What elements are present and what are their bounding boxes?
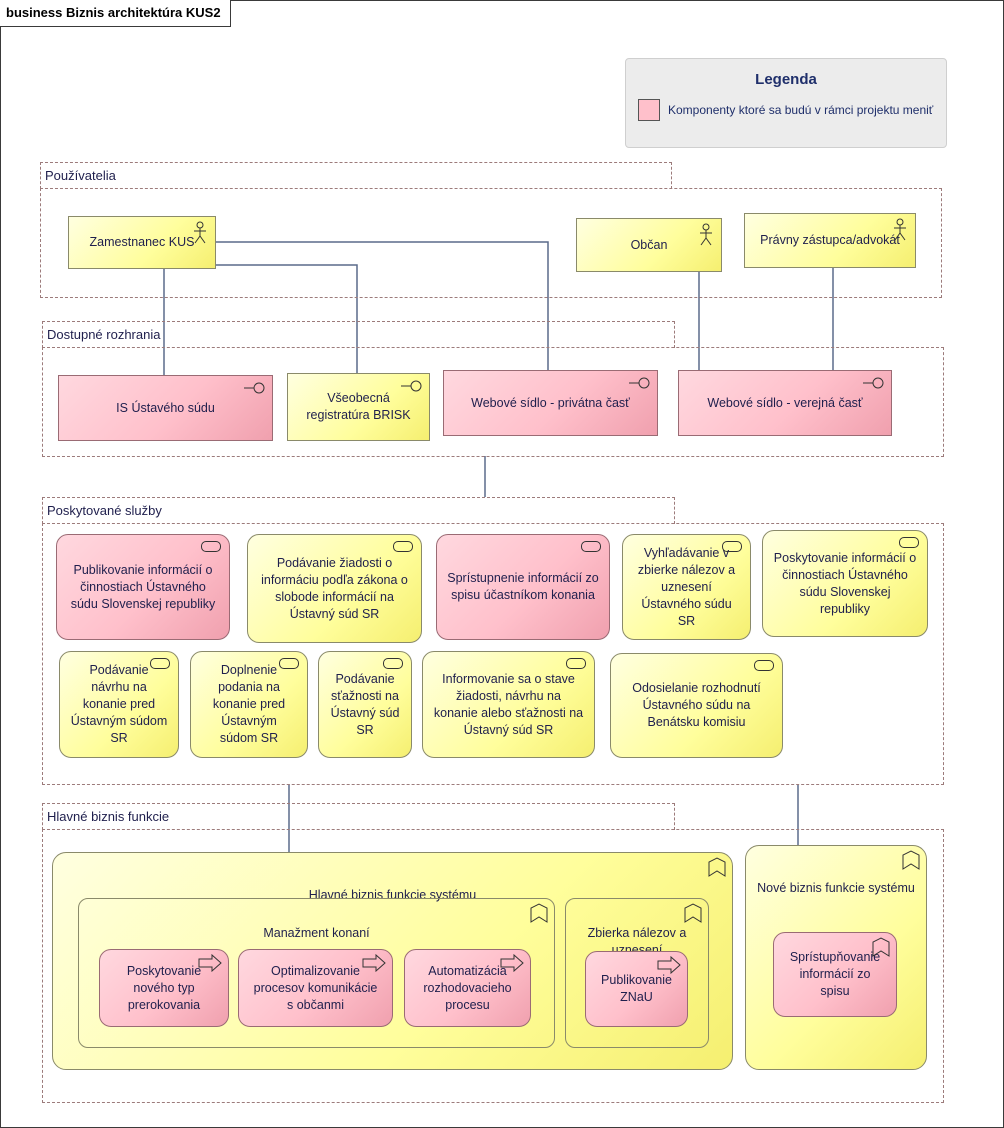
actor-icon: [194, 221, 206, 244]
actor-lawyer-label: Právny zástupca/advokát: [760, 233, 900, 247]
group-services-label: Poskytované služby: [42, 497, 675, 524]
service-search-collection[interactable]: Vyhľadávanie v zbierke nálezov a uznesen…: [622, 534, 751, 640]
process-label: Poskytovanie nového typ prerokovania: [126, 963, 202, 1012]
interface-web-public[interactable]: Webové sídlo - verejná časť: [678, 370, 892, 436]
service-label: Podávanie návrhu na konanie pred Ústavný…: [70, 663, 168, 745]
legend-title: Legenda: [755, 71, 817, 88]
group-functions: [42, 829, 944, 1103]
group-users-title: Používatelia: [45, 168, 116, 183]
interface-is[interactable]: IS Ústavého súdu: [58, 375, 273, 441]
service-label: Podávanie sťažnosti na Ústavný súd SR: [330, 671, 400, 737]
interface-icon: [244, 382, 265, 394]
function-icon: [708, 857, 726, 877]
interface-is-label: IS Ústavého súdu: [116, 400, 215, 415]
legend-item-label: Komponenty ktoré sa budú v rámci projekt…: [668, 103, 934, 117]
service-label: Odosielanie rozhodnutí Ústavného súdu na…: [632, 681, 761, 729]
group-interfaces: [42, 347, 944, 457]
process-new-hearing-type[interactable]: Poskytovanie nového typ prerokovania: [99, 949, 229, 1027]
process-automate-decisions[interactable]: Automatizácia rozhodovacieho procesu: [404, 949, 531, 1027]
service-submit-complaint[interactable]: Podávanie sťažnosti na Ústavný súd SR: [318, 651, 412, 758]
process-publish-znau[interactable]: Publikovanie ZNaU: [585, 951, 688, 1027]
service-label: Informovanie sa o stave žiadosti, návrhu…: [433, 671, 584, 737]
diagram-title-tab: business Biznis architektúra KUS2: [0, 0, 231, 27]
service-publish-info[interactable]: Publikovanie informácií o činnostiach Ús…: [56, 534, 230, 640]
process-arrow-icon: [362, 954, 386, 972]
function-icon: [530, 903, 548, 923]
actor-citizen-label: Občan: [630, 237, 668, 252]
connector-employee-brisk: [216, 264, 358, 373]
service-icon: [393, 541, 413, 552]
service-icon: [150, 658, 170, 669]
service-icon: [201, 541, 221, 552]
service-icon: [754, 660, 774, 671]
process-label: Optimalizovanie procesov komunikácie s o…: [253, 963, 378, 1012]
interface-brisk[interactable]: Všeobecná registratúra BRISK: [287, 373, 430, 441]
function-file-info-access[interactable]: Sprístupňovanie informácií zo spisu: [773, 932, 897, 1017]
group-functions-label: Hlavné biznis funkcie: [42, 803, 675, 830]
actor-employee-label: Zamestnanec KUS: [89, 235, 195, 249]
service-venice-commission[interactable]: Odosielanie rozhodnutí Ústavného súdu na…: [610, 653, 783, 758]
interface-brisk-label: Všeobecná registratúra BRISK: [306, 391, 411, 422]
actor-icon: [700, 223, 712, 246]
service-icon: [899, 537, 919, 548]
group-users-label: Používatelia: [40, 162, 672, 189]
service-icon: [722, 541, 742, 552]
interface-web-private[interactable]: Webové sídlo - privátna časť: [443, 370, 658, 436]
actor-citizen[interactable]: Občan: [576, 218, 722, 272]
diagram-title: business Biznis architektúra KUS2: [6, 5, 221, 20]
service-label: Poskytovanie informácií o činnostiach Ús…: [773, 550, 917, 616]
process-arrow-icon: [500, 954, 524, 972]
service-label: Doplnenie podania na konanie pred Ústavn…: [212, 663, 286, 745]
interface-icon: [863, 377, 884, 389]
process-arrow-icon: [657, 956, 681, 974]
group-services: [42, 523, 944, 785]
function-icon: [684, 903, 702, 923]
group-functions-title: Hlavné biznis funkcie: [47, 809, 170, 824]
interface-web-private-label: Webové sídlo - privátna časť: [471, 395, 630, 410]
service-icon: [383, 658, 403, 669]
service-foi-request[interactable]: Podávanie žiadosti o informáciu podľa zá…: [247, 534, 422, 643]
service-file-access[interactable]: Sprístupnenie informácií zo spisu účastn…: [436, 534, 610, 640]
process-label: Publikovanie ZNaU: [601, 973, 672, 1004]
function-case-management-label: Manažment konaní: [263, 926, 370, 940]
service-submit-proposal[interactable]: Podávanie návrhu na konanie pred Ústavný…: [59, 651, 179, 758]
service-label: Podávanie žiadosti o informáciu podľa zá…: [261, 555, 408, 621]
legend: Legenda Komponenty ktoré sa budú v rámci…: [625, 58, 947, 148]
service-label: Sprístupnenie informácií zo spisu účastn…: [447, 571, 599, 602]
process-optimize-communication[interactable]: Optimalizovanie procesov komunikácie s o…: [238, 949, 393, 1027]
service-label: Vyhľadávanie v zbierke nálezov a uznesen…: [637, 545, 736, 628]
process-label: Automatizácia rozhodovacieho procesu: [423, 963, 512, 1012]
group-services-title: Poskytované služby: [47, 503, 162, 518]
service-icon: [279, 658, 299, 669]
function-case-management[interactable]: Manažment konaní: [78, 898, 555, 1048]
actor-icon: [894, 218, 906, 241]
group-users: [40, 188, 942, 298]
legend-swatch: [638, 99, 660, 121]
service-icon: [581, 541, 601, 552]
actor-lawyer[interactable]: Právny zástupca/advokát: [744, 213, 916, 268]
actor-employee[interactable]: Zamestnanec KUS: [68, 216, 216, 269]
group-interfaces-title: Dostupné rozhrania: [47, 327, 161, 342]
service-status-inquiry[interactable]: Informovanie sa o stave žiadosti, návrhu…: [422, 651, 595, 758]
function-icon: [872, 937, 890, 957]
service-label: Publikovanie informácií o činnostiach Ús…: [70, 562, 216, 611]
function-label: Sprístupňovanie informácií zo spisu: [789, 950, 881, 998]
process-arrow-icon: [198, 954, 222, 972]
interface-icon: [401, 380, 422, 392]
service-provide-info[interactable]: Poskytovanie informácií o činnostiach Ús…: [762, 530, 928, 637]
interface-icon: [629, 377, 650, 389]
interface-web-public-label: Webové sídlo - verejná časť: [707, 395, 863, 410]
service-icon: [566, 658, 586, 669]
service-supplement-filing[interactable]: Doplnenie podania na konanie pred Ústavn…: [190, 651, 308, 758]
function-icon: [902, 850, 920, 870]
connector-employee-web-private: [216, 241, 549, 370]
group-interfaces-label: Dostupné rozhrania: [42, 321, 675, 348]
function-new-system-label: Nové biznis funkcie systému: [757, 881, 915, 895]
